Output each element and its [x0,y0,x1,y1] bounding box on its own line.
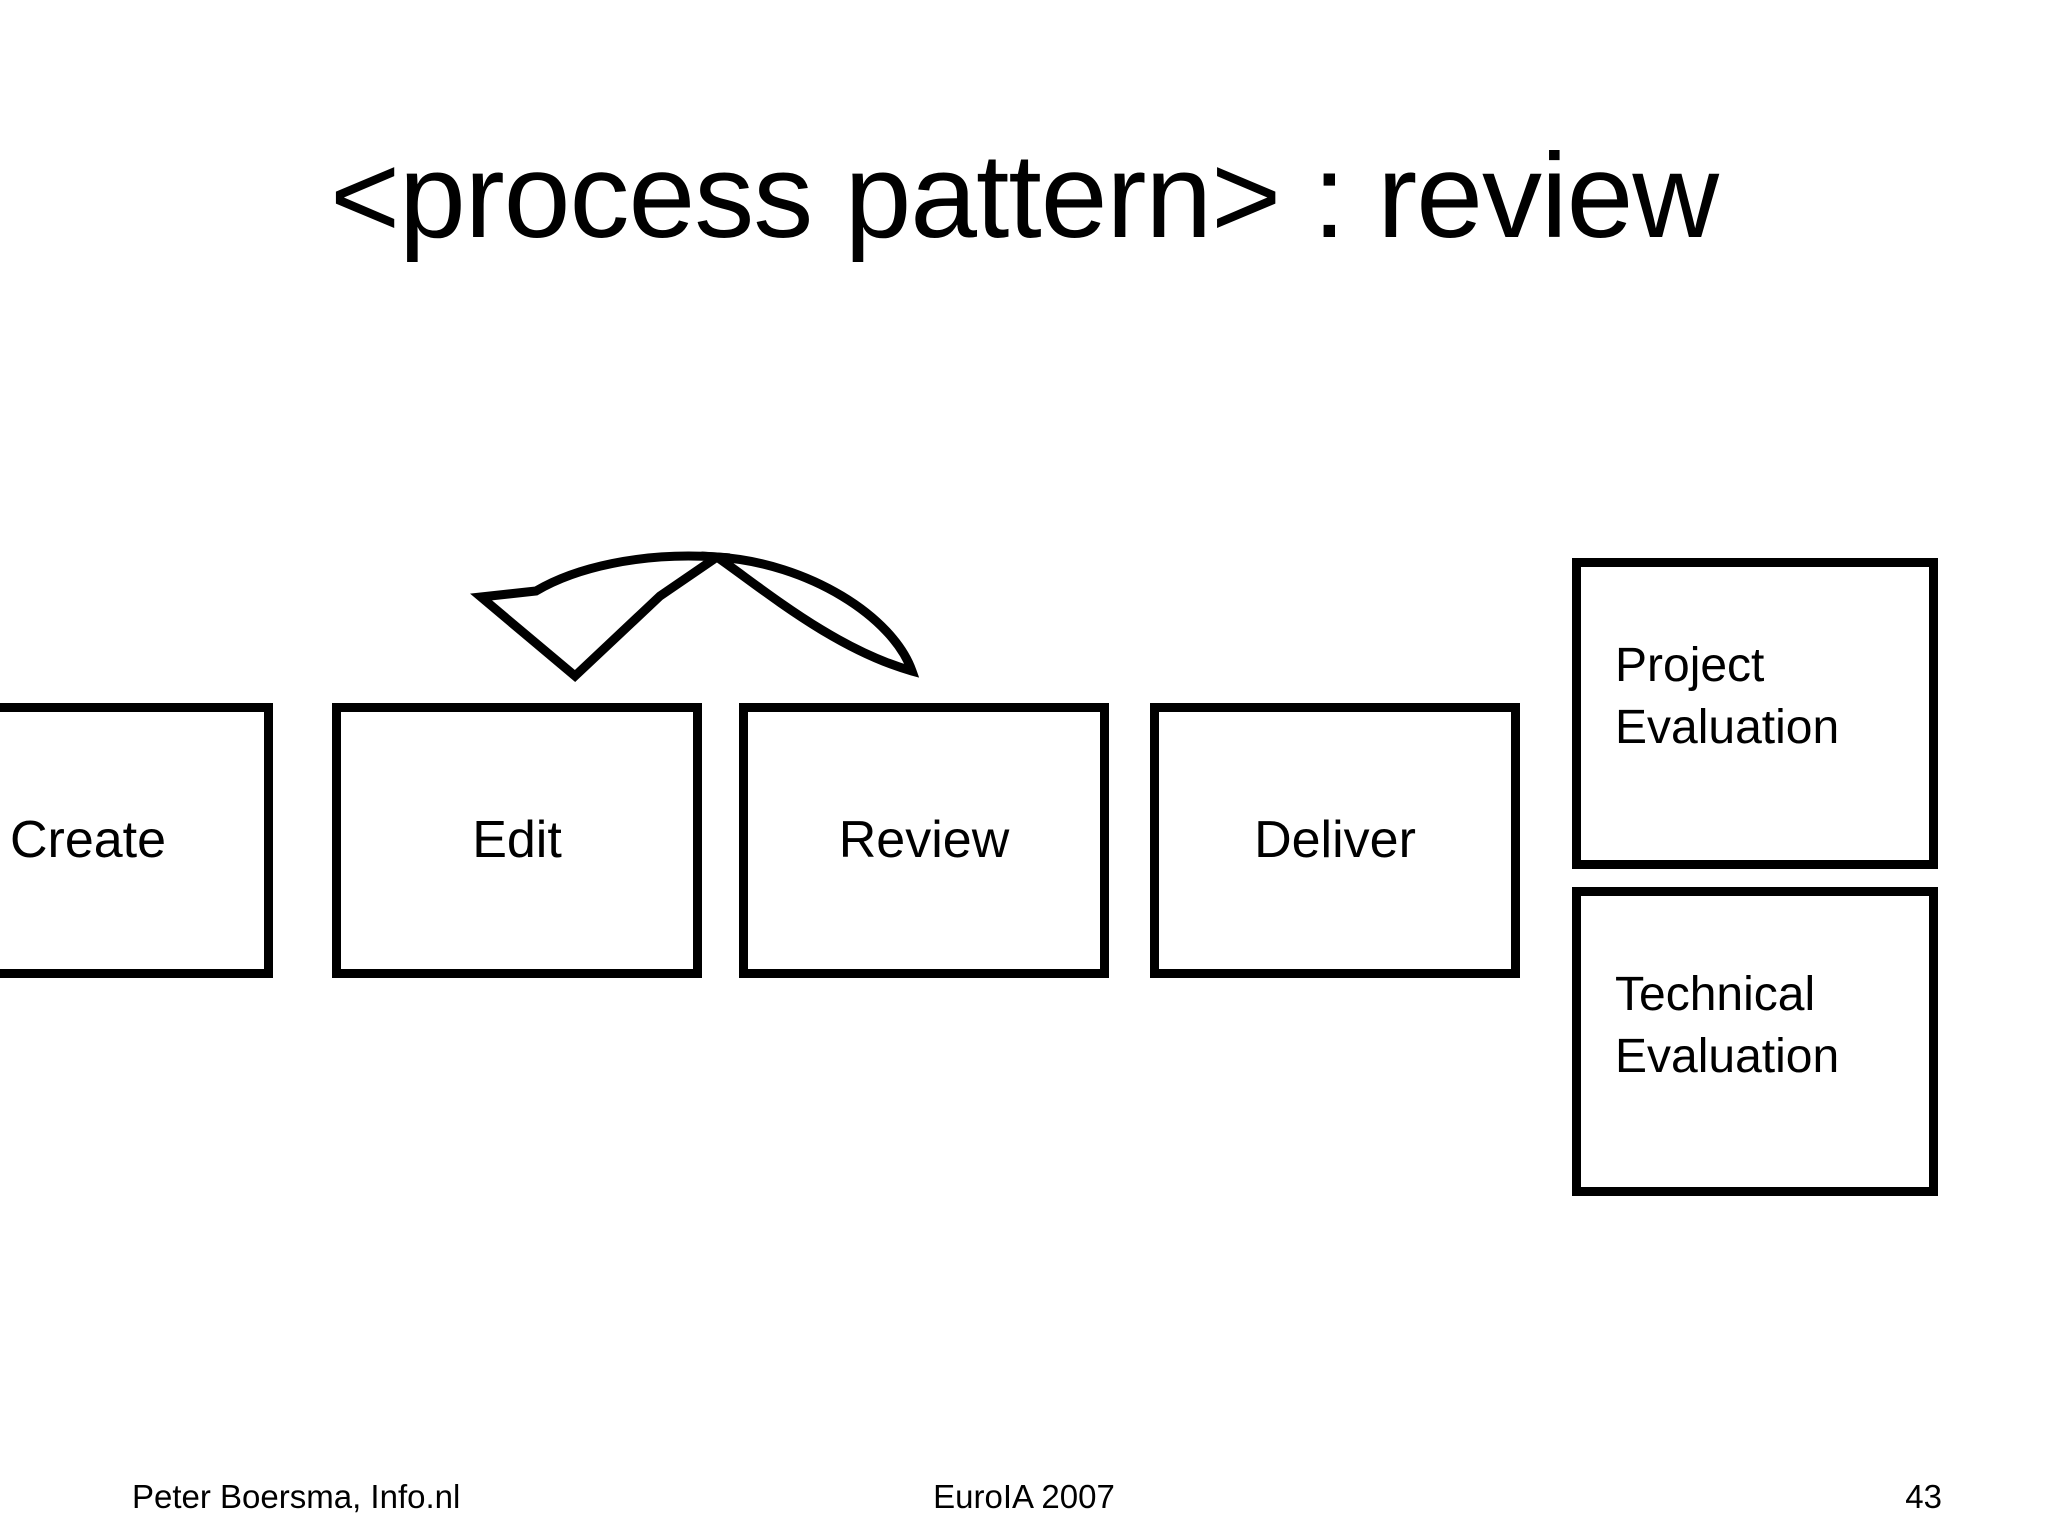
process-box-deliver: Deliver [1150,703,1520,978]
process-box-label: Review [838,811,1010,870]
process-box-label: Edit [472,811,562,870]
footer-author: Peter Boersma, Info.nl [132,1478,461,1515]
arrow-band-and-head [470,551,731,683]
slide-title: <process pattern> : review [329,129,1719,263]
arrow-tail-crescent [701,551,920,678]
process-box-edit: Edit [332,703,702,978]
evaluation-box-project: Project Evaluation [1572,558,1938,869]
evaluation-box-technical: Technical Evaluation [1572,887,1938,1196]
footer-page-number: 43 [1905,1478,1942,1515]
evaluation-box-label: Technical Evaluation [1615,968,1840,1084]
process-box-review: Review [739,703,1109,978]
process-box-label: Create [9,811,167,870]
footer-event: EuroIA 2007 [933,1478,1115,1515]
process-box-create: Create [0,703,273,978]
process-box-label: Deliver [1254,811,1416,870]
evaluation-box-label: Project Evaluation [1615,639,1840,755]
